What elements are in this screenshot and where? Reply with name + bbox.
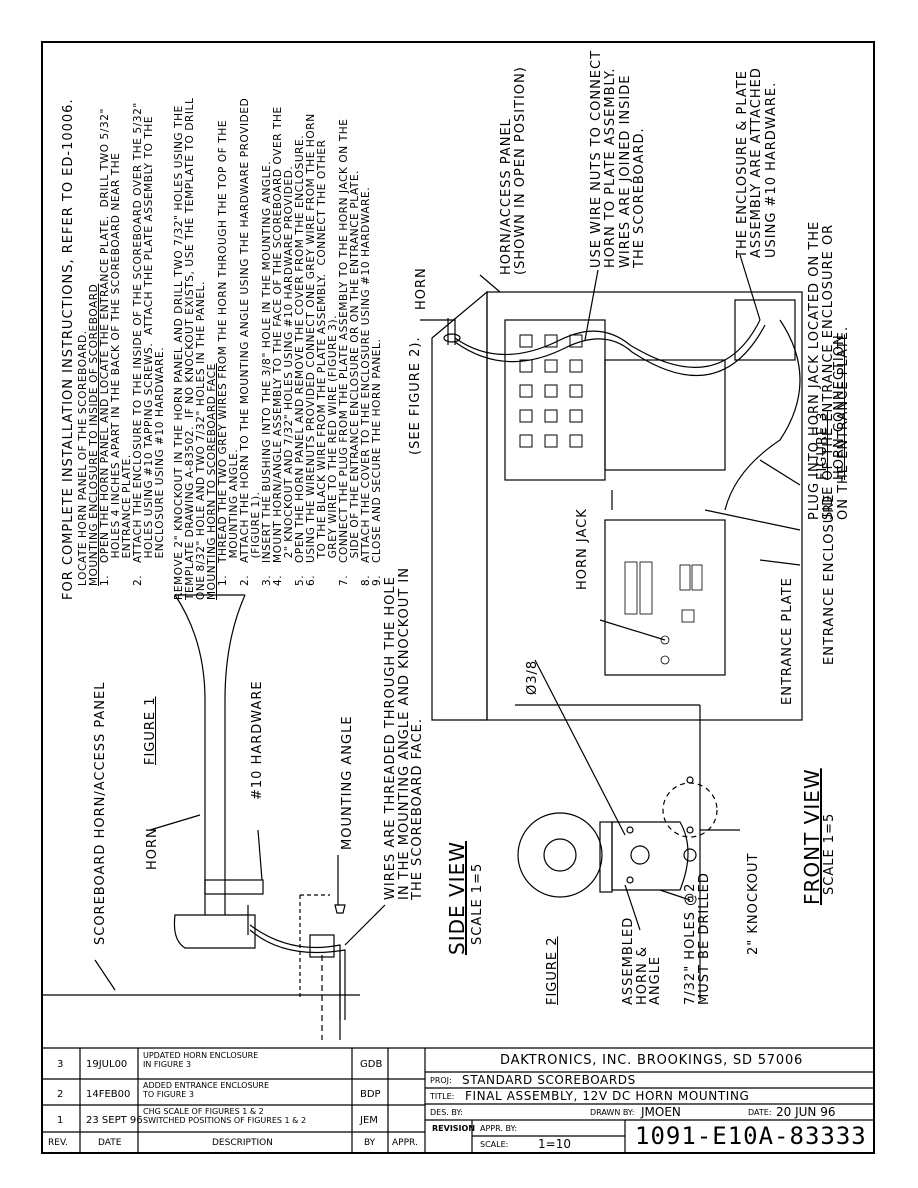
scale-label: SCALE: [480,1140,509,1149]
rev-description: SWITCHED POSITIONS OF FIGURES 1 & 2 [143,1116,307,1125]
figure1-wires-label: WIRES ARE THREADED THROUGH THE HOLE IN T… [383,567,426,900]
enclosure-plate-label: THE ENCLOSURE & PLATE ASSEMBLY ARE ATTAC… [735,67,779,258]
holes-line-2: MUST BE DRILLED [696,872,712,1005]
side-view-title: SIDE VIEW [445,841,469,955]
horn-step-line: 9. CLOSE AND SECURE THE HORN PANEL. [371,338,384,586]
notes-step-locate: LOCATE HORN PANEL OF THE SCOREBOARD. [76,330,89,586]
figure1-hardware-label: #10 HARDWARE [250,680,265,800]
designed-by-label: DES. BY: [430,1108,463,1117]
figure3-title: FIGURE 3 [815,411,830,480]
drawing-sheet [41,41,875,1154]
rev-number: 3 [57,1059,64,1070]
assembled-line-2: HORN & [634,945,650,1005]
side-view-scale: SCALE 1=5 [470,862,485,945]
figure1-title: FIGURE 1 [143,696,158,765]
rev-date: 14FEB00 [86,1089,131,1100]
entrance-plate-label: ENTRANCE PLATE [780,577,795,705]
enclosure-step-line: ENCLOSURE USING #10 HARDWARE. [153,346,166,586]
entrance-enclosure-label: ENTRANCE ENCLOSURE [822,493,837,665]
front-view-title: FRONT VIEW [800,768,824,905]
assembled-line-1: ASSEMBLED [621,916,636,1005]
rev-description: TO FIGURE 3 [143,1090,194,1099]
wires-line-3: THE SCOREBOARD FACE. [410,717,426,900]
panel-line-2: (SHOWN IN OPEN POSITION) [513,66,529,275]
drawing-title: FINAL ASSEMBLY, 12V DC HORN MOUNTING [465,1089,750,1103]
horn-steps: 1. THREAD THE TWO GREY WIRES FROM THE HO… [217,97,384,600]
rev-number: 2 [57,1089,64,1100]
access-panel-label: HORN/ACCESS PANEL (SHOWN IN OPEN POSITIO… [499,66,529,275]
approved-by-label: APPR. BY: [480,1124,518,1133]
wirenuts-line-1: USE WIRE NUTS TO CONNECT [589,49,604,268]
figure1-panel-label: SCOREBOARD HORN/ACCESS PANEL [93,681,108,945]
rev-description: IN FIGURE 3 [143,1060,192,1069]
figure1-angle-label: MOUNTING ANGLE [340,715,355,850]
hole-label: Ø3/8 [525,659,540,695]
assembled-label: ASSEMBLED HORN & ANGLE [621,916,664,1005]
wires-line-2: IN THE MOUNTING ANGLE AND KNOCKOUT IN [396,567,412,900]
holes-line-1: 7/32" HOLES @2 [683,882,698,1005]
horn-jack-label: HORN JACK [575,508,590,590]
appr-header: APPR. [392,1138,418,1148]
desc-header: DESCRIPTION [212,1138,273,1148]
date-label: DATE: [748,1108,772,1117]
knockout-label: 2" KNOCKOUT [746,852,761,955]
by-header: BY [364,1138,376,1148]
revision-label: REVISION [432,1124,476,1133]
scale-value: 1=10 [538,1137,571,1151]
drawn-by: JMOEN [641,1105,681,1119]
drill-holes-label: 7/32" HOLES @2 MUST BE DRILLED [683,872,712,1005]
rev-date: 23 SEPT 96 [86,1115,143,1126]
figure1-horn-label: HORN [145,827,160,870]
knockout-paragraph: REMOVE 2" KNOCKOUT IN THE HORN PANEL AND… [173,97,207,600]
fig3-horn-label: HORN [414,267,429,310]
wirenuts-line-2: HORN TO PLATE ASSEMBLY. [603,67,619,268]
panel-line-1: HORN/ACCESS PANEL [499,118,514,275]
proj-label: PROJ: [430,1076,452,1085]
rev-by: BDP [360,1089,381,1100]
rev-date: 19JUL00 [86,1059,128,1070]
rev-description: UPDATED HORN ENCLOSURE [143,1051,259,1060]
project-name: STANDARD SCOREBOARDS [462,1073,636,1087]
figure2-title: FIGURE 2 [545,936,560,1005]
rev-by: GDB [360,1059,383,1070]
drawn-by-label: DRAWN BY: [590,1108,635,1117]
date-header: DATE [98,1138,122,1148]
rev-description: CHG SCALE OF FIGURES 1 & 2 [143,1107,264,1116]
encl-line-1: THE ENCLOSURE & PLATE [735,70,750,258]
title-label: TITLE: [430,1092,455,1101]
wires-line-1: WIRES ARE THREADED THROUGH THE HOLE [383,576,398,900]
rev-number: 1 [57,1115,64,1126]
front-view-scale: SCALE 1=5 [822,812,837,895]
wirenuts-line-3: WIRES ARE JOINED INSIDE [617,74,633,268]
rev-by: JEM [360,1115,378,1126]
company-name: DAKTRONICS, INC. BROOKINGS, SD 57006 [500,1053,804,1068]
rev-header: REV. [48,1138,68,1148]
rev-description: ADDED ENTRANCE ENCLOSURE [143,1081,269,1090]
assembled-line-3: ANGLE [648,955,664,1005]
wirenuts-label: USE WIRE NUTS TO CONNECT HORN TO PLATE A… [589,49,647,268]
wirenuts-line-4: THE SCOREBOARD. [631,127,647,268]
notes-heading: FOR COMPLETE INSTALLATION INSTRUCTIONS, … [61,98,76,600]
drawing-number: 1091-E10A-83333 [635,1122,867,1150]
encl-line-2: ASSEMBLY ARE ATTACHED [749,67,765,258]
figure3-subtitle: HORN CONNECTION [832,334,847,480]
see-figure-label: (SEE FIGURE 2). [408,336,423,455]
installation-notes: FOR COMPLETE INSTALLATION INSTRUCTIONS, … [61,97,384,600]
drawing-date: 20 JUN 96 [776,1105,836,1119]
encl-line-3: USING #10 HARDWARE. [763,81,779,258]
enclosure-steps: 1. OPEN THE HORN PANEL AND LOCATE THE EN… [99,97,166,600]
